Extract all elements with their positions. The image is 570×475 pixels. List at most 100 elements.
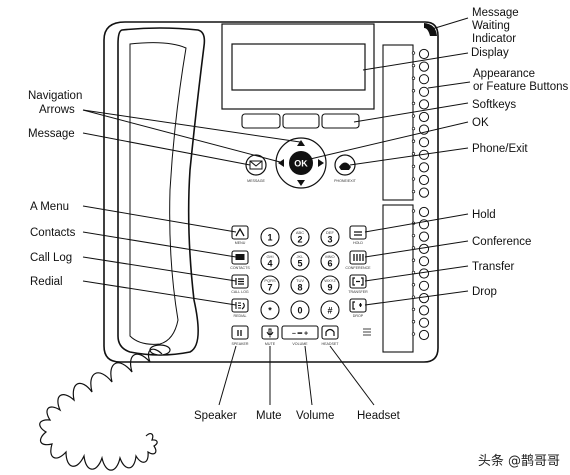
conference-icon (353, 254, 364, 261)
message-waiting-indicator (424, 23, 437, 36)
softkey-1[interactable] (241, 113, 281, 129)
label-navigation-line2: Arrows (39, 104, 75, 116)
message-key-caption: MESSAGE (247, 179, 265, 183)
phone-exit-key-caption: PHONE/EXIT (334, 179, 357, 183)
appearance-led (411, 177, 416, 181)
appearance-button[interactable] (418, 48, 430, 60)
appearance-led (411, 332, 416, 336)
appearance-button[interactable] (418, 61, 430, 72)
nav-left-arrow[interactable] (278, 159, 284, 167)
label-message-waiting-line3: Indicator (472, 33, 516, 45)
label-message-waiting-line2: Waiting (472, 20, 510, 32)
appearance-button[interactable] (418, 86, 430, 97)
keypad-digit: 9 (327, 283, 332, 293)
keypad-digit: 5 (297, 259, 302, 269)
volume-caption: VOLUME (292, 342, 308, 346)
headset-button[interactable] (321, 325, 339, 340)
appearance-led (411, 101, 416, 106)
ok-button[interactable] (289, 151, 313, 175)
keypad-letters: JKL (297, 254, 305, 259)
conference-button[interactable] (349, 250, 367, 265)
label-message-waiting-line1: Message (472, 7, 519, 19)
label-call-log: Call Log (30, 252, 72, 264)
display-screen (231, 43, 366, 91)
call-log-icon (235, 278, 244, 285)
appearance-button[interactable] (418, 329, 430, 341)
softkey-2[interactable] (282, 113, 320, 129)
softkey-3[interactable] (321, 113, 360, 129)
appearance-led (411, 246, 416, 250)
message-button[interactable] (245, 154, 267, 176)
speaker-caption: SPEAKER (232, 342, 249, 346)
contacts-button[interactable] (231, 250, 249, 265)
volume-rocker[interactable]: – ━ + (281, 325, 319, 340)
redial-button[interactable] (231, 298, 249, 313)
nav-down-arrow[interactable] (297, 180, 305, 186)
appearance-button[interactable] (418, 293, 430, 304)
drop-button[interactable] (349, 298, 367, 313)
appearance-button[interactable] (418, 317, 430, 328)
appearance-led (411, 76, 416, 80)
label-hold: Hold (472, 209, 496, 221)
call-log-button[interactable] (231, 274, 249, 289)
a-menu-button[interactable] (231, 225, 249, 240)
appearance-led (411, 126, 416, 131)
cord-coils (39, 348, 163, 471)
keypad-key-star[interactable]: * (260, 300, 280, 320)
label-headset: Headset (357, 410, 401, 422)
hold-button[interactable] (349, 225, 367, 240)
keypad-digit: 1 (267, 233, 272, 243)
appearance-button[interactable] (418, 206, 430, 218)
appearance-button[interactable] (418, 174, 430, 186)
a-menu-icon (235, 227, 245, 237)
appearance-button[interactable] (418, 280, 430, 291)
mute-button[interactable] (261, 325, 279, 340)
appearance-button[interactable] (418, 187, 430, 198)
phone-exit-button[interactable] (334, 154, 356, 176)
appearance-button[interactable] (418, 99, 430, 110)
contacts-caption: CONTACTS (230, 266, 250, 270)
appearance-led (411, 89, 416, 93)
keypad-digit: # (327, 306, 332, 316)
label-message: Message (28, 128, 75, 140)
appearance-button[interactable] (418, 256, 430, 267)
nav-right-arrow[interactable] (318, 159, 324, 167)
speaker-button[interactable] (231, 325, 249, 340)
appearance-led (411, 63, 416, 68)
appearance-button[interactable] (418, 305, 430, 316)
keypad-key-0[interactable]: 0 (290, 300, 310, 320)
keypad-digit: 6 (327, 259, 332, 269)
label-ok: OK (472, 117, 489, 129)
keypad-digit: 8 (297, 283, 302, 293)
label-drop: Drop (472, 286, 497, 298)
appearance-led (411, 51, 416, 55)
label-softkeys: Softkeys (472, 99, 516, 111)
appearance-button[interactable] (418, 268, 430, 279)
label-transfer: Transfer (472, 261, 515, 273)
appearance-led (411, 139, 416, 143)
appearance-button[interactable] (418, 231, 430, 242)
appearance-button[interactable] (418, 111, 430, 123)
redial-caption: REDIAL (234, 314, 247, 318)
appearance-button[interactable] (418, 243, 430, 254)
appearance-button[interactable] (418, 162, 430, 173)
appearance-button[interactable] (418, 74, 430, 85)
keypad-key-pound[interactable]: # (320, 300, 340, 320)
transfer-button[interactable] (349, 274, 367, 289)
keypad-key-1[interactable]: 1 (260, 227, 280, 247)
headset-icon (325, 328, 335, 336)
nav-up-arrow[interactable] (297, 140, 305, 146)
drop-caption: DROP (353, 314, 364, 318)
transfer-caption: TRANSFER (348, 290, 368, 294)
appearance-button[interactable] (418, 137, 430, 148)
label-contacts: Contacts (30, 227, 76, 239)
